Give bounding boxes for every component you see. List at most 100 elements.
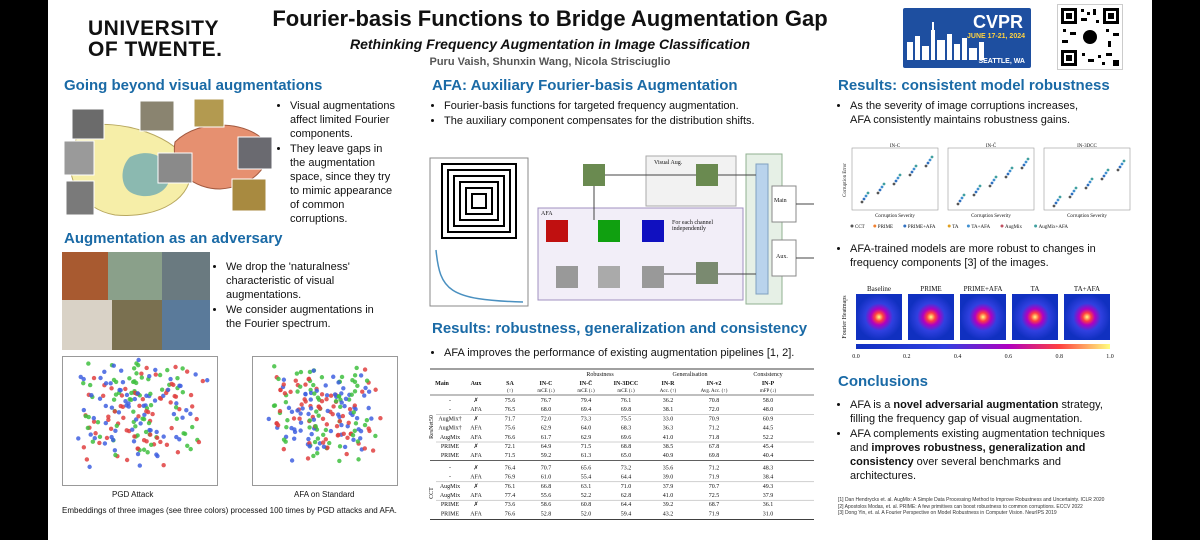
table-cell: 37.9 <box>663 484 674 490</box>
table-cell: 36.1 <box>763 502 774 508</box>
scatter-point <box>85 425 91 431</box>
scatter-point <box>97 440 102 446</box>
right-black-margin <box>1152 0 1200 540</box>
scatter-point <box>358 428 364 434</box>
scatter-point <box>351 437 356 443</box>
table-column-header: Aux <box>471 381 482 387</box>
section-title-going-beyond: Going beyond visual augmentations <box>64 77 323 94</box>
scatter-point <box>180 415 185 420</box>
scatter-point <box>148 391 153 397</box>
skyline-icon <box>907 22 984 60</box>
mini-plot-point <box>924 164 928 168</box>
scatter-point <box>87 464 92 470</box>
mini-plot-point <box>880 185 884 189</box>
scatter-point <box>297 416 302 421</box>
scatter-point <box>338 404 343 410</box>
table-cell: 39.2 <box>663 502 674 508</box>
scatter-point <box>309 431 314 437</box>
scatter-point <box>111 397 117 402</box>
qr-code-image <box>1061 8 1119 66</box>
mini-plot-point <box>1052 204 1056 208</box>
label-afa: AFA <box>541 211 553 217</box>
colorbar-tick: 0.0 <box>852 354 860 360</box>
mini-plot-point <box>862 197 866 201</box>
mini-plot-point <box>896 176 900 180</box>
scatter-point <box>193 372 198 377</box>
reference-item[interactable]: [1] Dan Hendrycks et. al. AugMix: A Simp… <box>838 497 1105 503</box>
table-cell: 64.4 <box>621 475 632 481</box>
mini-plot-frame <box>947 147 1035 211</box>
table-cell: 59.2 <box>541 453 552 459</box>
table-cell: 68.7 <box>709 502 720 508</box>
scatter-point <box>342 403 347 409</box>
scatter-point <box>303 382 308 387</box>
reference-item[interactable]: [2] Apostolos Modas, et. al. PRIME: A fe… <box>838 503 1083 510</box>
scatter-point <box>354 415 360 421</box>
heatmap-image <box>908 294 954 340</box>
mini-plot-point <box>928 158 932 162</box>
scatter-point <box>276 376 281 382</box>
scatter-point <box>112 448 118 453</box>
mini-plot-point <box>1058 195 1062 199</box>
scatter-point <box>175 375 180 381</box>
mini-plot-point <box>958 199 962 203</box>
scatter-point <box>190 424 195 430</box>
heatmap-title: TA+AFA <box>1074 285 1100 293</box>
heatmap-title: PRIME <box>920 285 941 293</box>
heatmap-image <box>1012 294 1058 340</box>
table-cell: ✗ <box>473 415 478 422</box>
bullets-results: AFA improves the performance of existing… <box>432 346 812 361</box>
scatter-point <box>321 432 326 438</box>
conclusion-bold: improves robustness, generalization and … <box>850 442 1086 468</box>
scatter-point <box>308 390 314 396</box>
table-cell: 60.9 <box>763 416 774 422</box>
reference-item[interactable]: [3] Dong Yin, et. al. A Fourier Perspect… <box>838 510 1057 516</box>
scatter-point <box>144 409 149 414</box>
conclusion-text: AFA complements existing augmentation te… <box>850 428 1105 454</box>
conclusion-text: over several benchmarks and architecture… <box>850 456 1061 482</box>
scatter-point <box>89 392 94 398</box>
mini-plot-point <box>1074 186 1078 190</box>
table-cell: ✗ <box>473 397 478 404</box>
scatter-point <box>370 448 376 453</box>
bullets-adversary: We drop the 'naturalness' characteristic… <box>214 260 374 332</box>
scatter-point <box>157 395 163 401</box>
colorbar <box>856 344 1110 349</box>
table-cell: 71.9 <box>709 511 720 517</box>
scatter-point <box>147 374 152 379</box>
heatmap-image <box>856 294 902 340</box>
cvpr-city: SEATTLE, WA <box>978 58 1025 65</box>
logo-line1: UNIVERSITY <box>88 17 220 40</box>
legend-label: AugMix+AFA <box>1039 225 1069 230</box>
scatter-point <box>298 428 303 433</box>
table-cell: 58.0 <box>763 398 774 404</box>
plot-label-afa: AFA on Standard <box>294 490 355 499</box>
scatter-point <box>161 393 166 399</box>
mini-plot-xlabel: Corruption Severity <box>1067 214 1107 219</box>
scatter-point <box>307 444 312 449</box>
scatter-point <box>315 450 320 456</box>
table-cell: 31.0 <box>763 511 774 517</box>
scatter-point <box>190 404 195 409</box>
scatter-point <box>148 403 154 408</box>
scatter-point <box>349 392 354 397</box>
mini-plot-title: IN-C̄ <box>986 143 997 149</box>
scatter-point <box>347 407 353 412</box>
scatter-point <box>127 376 132 381</box>
qr-code[interactable] <box>1057 4 1123 70</box>
table-group-header: Generalisation <box>673 372 708 378</box>
legend-marker <box>873 224 877 228</box>
scatter-point <box>185 443 190 448</box>
scatter-point <box>311 453 316 459</box>
scatter-point <box>369 416 374 421</box>
scatter-point <box>278 387 283 393</box>
scatter-point <box>324 422 330 427</box>
scatter-point <box>153 367 158 373</box>
scatter-point <box>135 451 141 457</box>
scatter-point <box>362 422 368 428</box>
legend-label: TA+AFA <box>971 225 990 230</box>
mini-plot-point <box>1068 195 1072 199</box>
scatter-point <box>108 381 113 386</box>
legend-marker <box>850 224 854 228</box>
